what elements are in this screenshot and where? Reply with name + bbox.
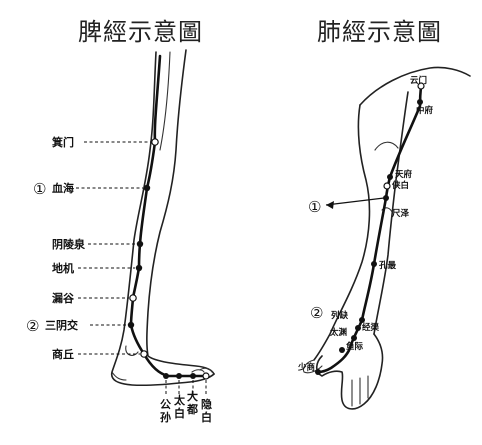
arrow-marker-one-lung — [325, 197, 385, 206]
acupoint-shaoshang[interactable] — [315, 369, 321, 375]
label-lieque: 列缺 — [331, 310, 349, 321]
spleen-meridian-figure: 箕门 ① 血海 阴陵泉 地机 漏谷 ② 三阴交 商丘 公 孙 太 白 大 都 隐… — [26, 49, 215, 424]
label-xuehai: 血海 — [52, 181, 74, 195]
leg-inner-contour — [159, 51, 171, 151]
acupoint-jimen[interactable] — [151, 138, 159, 146]
label-yunmen: 云门 — [410, 75, 427, 86]
arrow-head-icon — [326, 201, 334, 209]
shoulder-outline — [359, 66, 471, 106]
label-taibai-1: 太 — [173, 393, 186, 407]
label-xiabai: 侠白 — [392, 180, 409, 191]
acupoint-sanyinjiao[interactable] — [127, 321, 135, 329]
acupoint-xuehai[interactable] — [143, 184, 151, 192]
label-tianfu: 天府 — [395, 169, 413, 180]
label-shangqiu: 商丘 — [52, 347, 74, 361]
acupoint-lougu[interactable] — [129, 294, 137, 302]
ankle-contour — [125, 345, 139, 356]
label-gongsun-1: 公 — [160, 398, 171, 411]
lung-meridian-title: 肺經示意圖 — [317, 18, 442, 46]
acupoint-yunmen[interactable] — [417, 82, 425, 90]
label-gongsun-2: 孙 — [160, 410, 171, 424]
marker-one-lung: ① — [308, 198, 321, 216]
label-dadu-1: 大 — [187, 389, 198, 403]
hand-outline — [315, 333, 384, 410]
marker-two-spleen: ② — [26, 317, 39, 335]
label-chize: 尺泽 — [391, 208, 410, 219]
acupoint-jingqu[interactable] — [355, 325, 361, 331]
marker-one-spleen: ① — [33, 180, 46, 198]
label-yinbai-1: 隐 — [201, 397, 212, 411]
label-yinbai-2: 白 — [201, 410, 212, 424]
toe-contours — [191, 367, 213, 373]
armpit-contour — [374, 141, 399, 151]
acupoint-tianfu[interactable] — [387, 174, 393, 180]
label-jimen: 箕门 — [51, 135, 74, 149]
spleen-meridian-title: 脾經示意圖 — [78, 18, 203, 46]
label-sanyinjiao: 三阴交 — [45, 318, 78, 332]
acupoint-yinbai[interactable] — [202, 372, 210, 380]
arm-outline-inner — [373, 91, 409, 335]
acupoint-chize[interactable] — [383, 195, 389, 201]
marker-two-lung: ② — [310, 304, 323, 322]
label-diji: 地机 — [52, 261, 74, 275]
acupoint-zhongfu[interactable] — [417, 99, 423, 105]
label-taibai-2: 白 — [174, 406, 185, 420]
foot-sole-contour — [111, 371, 127, 381]
acupoint-dadu[interactable] — [190, 373, 196, 379]
acupoint-diji[interactable] — [135, 264, 143, 272]
lung-meridian-figure: 云门 中府 天府 侠白 尺泽 ① 孔最 ② 列缺 经渠 太渊 鱼际 少商 — [297, 66, 471, 410]
label-taiyuan: 太渊 — [329, 327, 348, 338]
acupoint-kongzui[interactable] — [371, 261, 377, 267]
acupoint-xiabai[interactable] — [383, 182, 391, 190]
spleen-meridian-line — [129, 54, 208, 378]
label-jingqu: 经渠 — [362, 322, 380, 333]
acupoint-taiyuan[interactable] — [351, 335, 357, 341]
acupoint-lieque[interactable] — [359, 317, 365, 323]
acupoint-yinlingquan[interactable] — [136, 240, 144, 248]
label-shaoshang: 少商 — [297, 362, 316, 373]
label-kongzui: 孔最 — [379, 260, 397, 271]
label-dadu-2: 都 — [186, 402, 198, 416]
leg-outline-back — [146, 49, 215, 375]
acupoint-shangqiu[interactable] — [140, 350, 148, 358]
acupoint-yuji[interactable] — [339, 347, 345, 353]
leg-outline-front — [110, 51, 215, 387]
label-zhongfu: 中府 — [416, 105, 434, 116]
acupoint-gongsun[interactable] — [163, 373, 169, 379]
arm-outline-outer — [313, 104, 371, 361]
finger-contours — [351, 375, 369, 407]
label-yuji: 鱼际 — [346, 341, 364, 352]
label-yinlingquan: 阴陵泉 — [52, 237, 86, 251]
label-lougu: 漏谷 — [52, 291, 75, 305]
acupoint-taibai[interactable] — [176, 373, 182, 379]
